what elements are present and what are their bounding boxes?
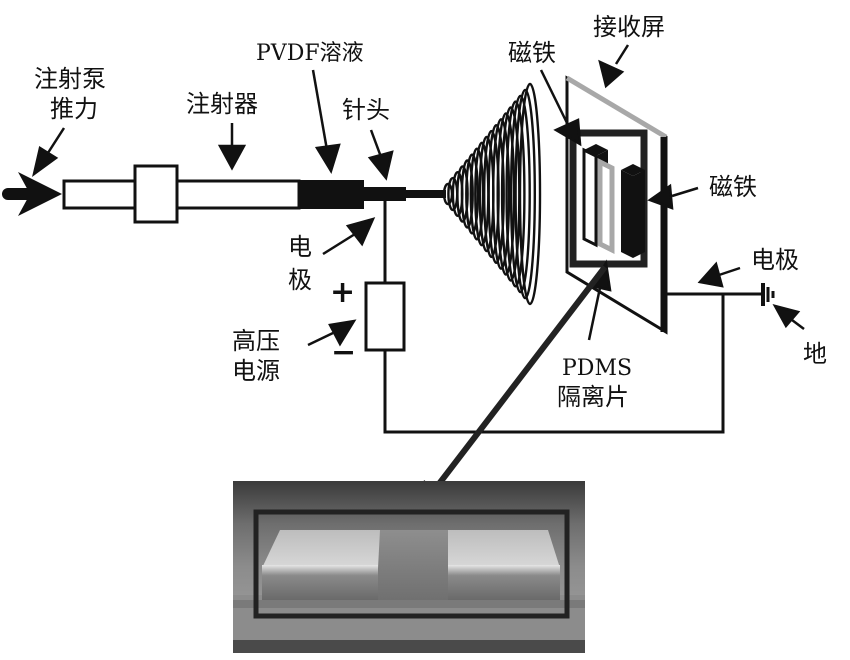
spiral-loop [518, 82, 542, 306]
photo-magnet-right [448, 565, 560, 600]
photo-magnet-left [262, 565, 378, 600]
spiral-loop [505, 100, 526, 288]
label-electrode-left-2: 极 [288, 266, 312, 294]
high-voltage-supply [364, 281, 406, 352]
circuit-wires [364, 198, 763, 434]
syringe-flange [133, 164, 179, 224]
ground-icon [761, 283, 775, 306]
label-magnet-right: 磁铁 [709, 173, 757, 201]
spiral-jet [440, 82, 542, 306]
label-magnet-top: 磁铁 [508, 39, 556, 67]
label-arrows [32, 44, 805, 347]
pvdf-solution-fill [299, 180, 364, 209]
magnet-photo [233, 481, 585, 653]
spiral-loop [465, 153, 480, 235]
label-ground: 地 [803, 340, 827, 368]
label-receiving-screen: 接收屏 [593, 13, 665, 41]
spiral-loop [514, 88, 537, 300]
label-hv-supply-2: 电源 [232, 357, 280, 385]
plus-sign: + [330, 275, 355, 310]
photo-highlight-box [253, 509, 570, 619]
label-needle: 针头 [342, 96, 390, 124]
label-syringe: 注射器 [186, 90, 258, 118]
spiral-loop [460, 159, 474, 229]
needle-hub [364, 187, 406, 201]
spiral-loop [492, 118, 511, 270]
labels: 注射泵 推力 注射器 PVDF溶液 针头 电 极 + − 高压 电源 接收屏 磁… [34, 13, 827, 411]
label-pdms-2: 隔离片 [557, 383, 629, 411]
syringe [62, 164, 442, 224]
needle [404, 190, 442, 198]
magnet-right [621, 164, 645, 258]
syringe-plunger [62, 179, 138, 210]
label-electrode-right: 电极 [751, 246, 799, 274]
pump-force-arrow [2, 172, 62, 216]
label-pump-force-2: 推力 [50, 95, 98, 123]
receiving-screen [565, 75, 668, 335]
spiral-loop [456, 165, 469, 223]
pdms-spacer [597, 157, 615, 255]
label-hv-supply-1: 高压 [232, 327, 280, 355]
spiral-loop [496, 112, 516, 276]
syringe-barrel [175, 179, 301, 210]
photo-pdms-spacer [376, 530, 448, 600]
label-pdms-1: PDMS [562, 356, 632, 381]
spiral-loop [487, 123, 505, 265]
label-pvdf-solution: PVDF溶液 [256, 41, 364, 66]
spiral-loop [509, 94, 531, 294]
label-pump-force-1: 注射泵 [34, 65, 106, 93]
minus-sign: − [331, 335, 356, 370]
label-electrode-left-1: 电 [288, 233, 312, 261]
